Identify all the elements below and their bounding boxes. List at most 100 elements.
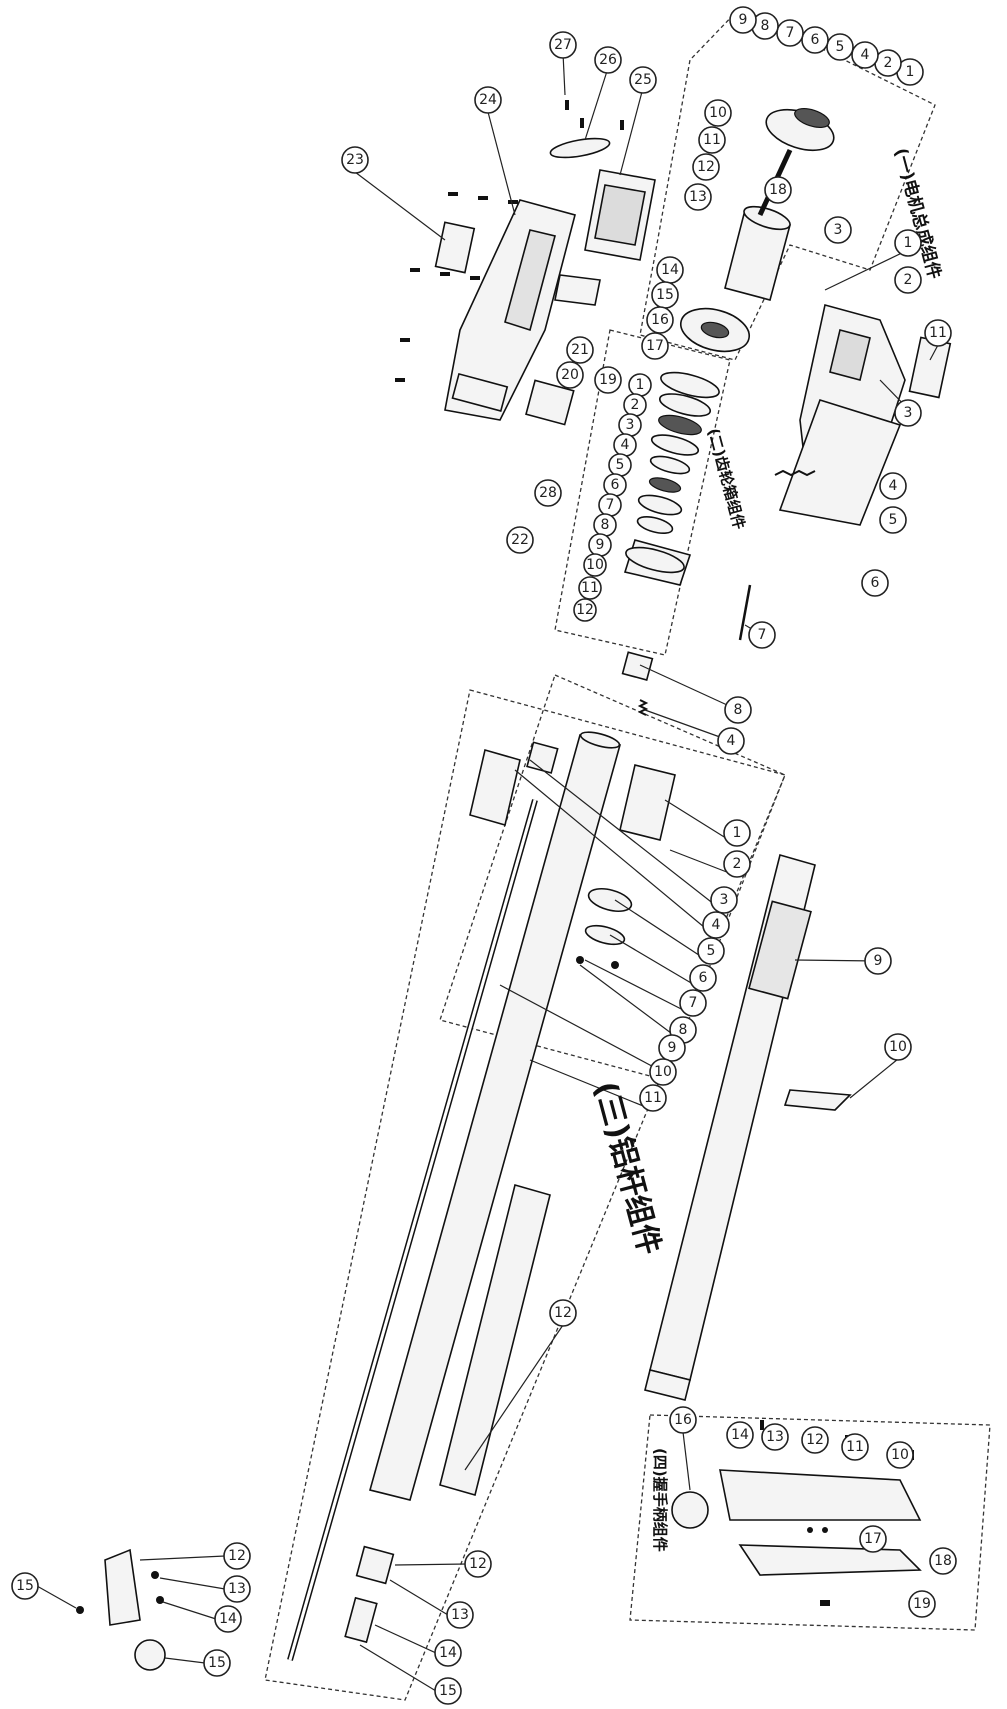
coupler-part — [621, 651, 654, 716]
callout: 24 — [474, 86, 502, 114]
callout: 9 — [864, 947, 892, 975]
svg-text:7: 7 — [786, 25, 795, 41]
svg-text:10: 10 — [586, 557, 604, 573]
svg-text:13: 13 — [766, 1429, 784, 1445]
svg-text:19: 19 — [913, 1596, 931, 1612]
callout: 12 — [801, 1426, 829, 1454]
inner-rod — [287, 799, 538, 1661]
callout: 6 — [861, 569, 889, 597]
svg-text:6: 6 — [811, 32, 820, 48]
motor-top-cap — [765, 107, 835, 152]
callout: 15 — [203, 1649, 231, 1677]
callout: 11 — [924, 319, 952, 347]
pole-top-clamp — [469, 741, 559, 827]
callout: 9 — [658, 1034, 686, 1062]
motor-body — [724, 205, 791, 301]
callout: 3 — [710, 886, 738, 914]
housing-left-half — [444, 199, 576, 421]
callout: 10 — [704, 99, 732, 127]
svg-text:13: 13 — [689, 189, 707, 205]
callout: 15 — [651, 281, 679, 309]
callout: 28 — [534, 479, 562, 507]
callout: 19 — [908, 1590, 936, 1618]
svg-text:14: 14 — [731, 1427, 749, 1443]
label-plate-right — [908, 336, 952, 399]
callout: 6 — [603, 473, 627, 497]
callout: 12 — [692, 153, 720, 181]
svg-text:8: 8 — [734, 702, 743, 718]
svg-text:26: 26 — [599, 52, 617, 68]
callout: 1 — [628, 373, 652, 397]
callout: 18 — [764, 176, 792, 204]
svg-text:1: 1 — [906, 64, 915, 80]
svg-text:10: 10 — [891, 1447, 909, 1463]
callout: 22 — [506, 526, 534, 554]
svg-text:2: 2 — [631, 397, 640, 413]
callout: 21 — [566, 336, 594, 364]
svg-text:17: 17 — [864, 1531, 882, 1547]
svg-text:24: 24 — [479, 92, 497, 108]
callout: 1 — [896, 58, 924, 86]
callout: 10 — [583, 553, 607, 577]
svg-text:9: 9 — [596, 537, 605, 553]
svg-text:15: 15 — [439, 1683, 457, 1699]
svg-text:1: 1 — [904, 235, 913, 251]
callout: 11 — [841, 1433, 869, 1461]
svg-text:11: 11 — [703, 132, 721, 148]
callout: 3 — [618, 413, 642, 437]
bottom-shaft-parts — [76, 1548, 166, 1671]
callout: 11 — [578, 576, 602, 600]
svg-text:25: 25 — [634, 72, 652, 88]
callout: 16 — [669, 1406, 697, 1434]
callout: 10 — [886, 1441, 914, 1469]
svg-text:9: 9 — [739, 12, 748, 28]
svg-text:4: 4 — [621, 437, 630, 453]
callout: 6 — [689, 964, 717, 992]
callout: 11 — [639, 1084, 667, 1112]
pole-inner-boundary — [439, 674, 786, 1081]
svg-text:5: 5 — [836, 39, 845, 55]
svg-text:28: 28 — [539, 485, 557, 501]
svg-text:4: 4 — [861, 47, 870, 63]
callout: 1 — [723, 819, 751, 847]
callout: 9 — [588, 533, 612, 557]
svg-text:10: 10 — [709, 105, 727, 121]
svg-text:12: 12 — [697, 159, 715, 175]
label-plate-left — [434, 221, 476, 274]
svg-text:8: 8 — [679, 1022, 688, 1038]
cable-part — [738, 584, 752, 641]
callout: 12 — [464, 1550, 492, 1578]
svg-text:10: 10 — [889, 1039, 907, 1055]
gearbox-assembly-boundary — [554, 329, 731, 656]
callout: 17 — [641, 332, 669, 360]
svg-text:5: 5 — [616, 457, 625, 473]
callout: 15 — [434, 1677, 462, 1705]
callout: 9 — [729, 6, 757, 34]
callout: 4 — [613, 433, 637, 457]
svg-text:4: 4 — [727, 733, 736, 749]
svg-text:21: 21 — [571, 342, 589, 358]
svg-text:11: 11 — [846, 1439, 864, 1455]
callout: 3 — [824, 216, 852, 244]
spring-part — [774, 469, 816, 477]
aluminum-tube — [369, 731, 621, 1501]
callout: 25 — [629, 66, 657, 94]
svg-text:15: 15 — [16, 1578, 34, 1594]
callout-markers: 1 2 3 4 5 6 7 8 9 10 11 12 13 14 15 16 1… — [11, 6, 957, 1705]
svg-text:3: 3 — [626, 417, 635, 433]
callout: 14 — [434, 1639, 462, 1667]
callout: 23 — [341, 146, 369, 174]
svg-text:6: 6 — [699, 970, 708, 986]
motor-assembly-boundary — [639, 7, 936, 361]
svg-text:1: 1 — [733, 825, 742, 841]
pole-rings — [576, 887, 633, 969]
clip-part — [783, 1089, 852, 1111]
svg-text:14: 14 — [219, 1611, 237, 1627]
svg-text:3: 3 — [904, 405, 913, 421]
handle-assembly-boundary — [629, 1414, 991, 1631]
svg-text:12: 12 — [554, 1305, 572, 1321]
callout: 7 — [598, 493, 622, 517]
pole-cover-sleeve — [644, 854, 816, 1401]
svg-text:2: 2 — [733, 856, 742, 872]
